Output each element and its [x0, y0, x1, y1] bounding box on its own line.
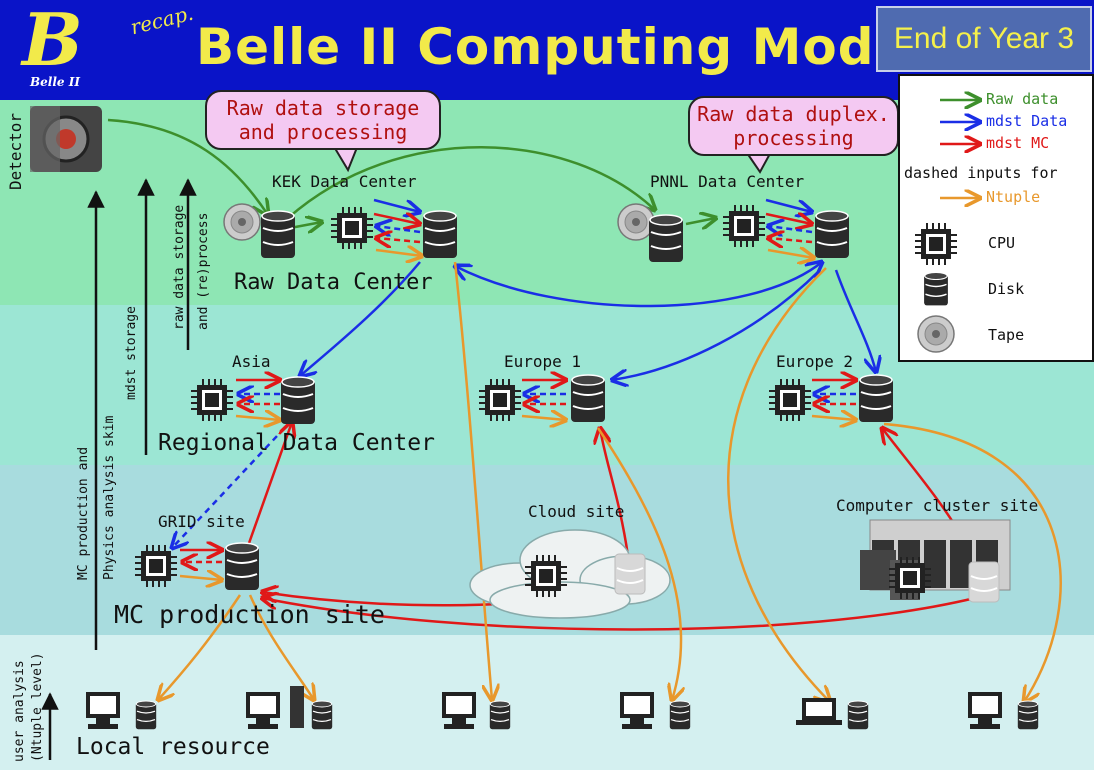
local-disk-icon-5 [847, 700, 869, 730]
asia-disk-icon [280, 376, 316, 425]
asia-cpu-icon [190, 378, 234, 422]
local-desktop-icon-4 [620, 692, 654, 729]
local-disk-icon-1 [135, 700, 157, 730]
europe1-label: Europe 1 [504, 352, 582, 371]
kek-tape-icon [223, 203, 261, 241]
local-disk-icon-6 [1017, 700, 1039, 730]
legend-mdst-mc: mdst MC [986, 134, 1050, 152]
raw-storage-side-label-2: and (re)process [196, 212, 211, 330]
kek-note-bubble: Raw data storage and processing [205, 90, 441, 150]
belle-logo-caption: Belle II [30, 75, 80, 89]
user-analysis-side-label-2: (Ntuple level) [30, 652, 45, 762]
pnnl-cpu-icon [722, 204, 766, 248]
pc-tower-icon [290, 686, 304, 728]
local-laptop-icon [796, 698, 842, 725]
raw-data-center-label: Raw Data Center [234, 270, 433, 295]
legend-tape: Tape [988, 326, 1025, 344]
cluster-cpu-icon [888, 556, 932, 600]
cloud-cpu-icon [524, 554, 568, 598]
legend-symbols [914, 76, 1092, 353]
page-title: Belle II Computing Model [196, 18, 928, 76]
detector-label: Detector [6, 112, 25, 190]
pnnl-tape-icon [617, 203, 655, 241]
local-disk-icon-3 [489, 700, 511, 730]
legend-dashed-note: dashed inputs for [904, 164, 1058, 182]
mdst-storage-side-label: mdst storage [124, 306, 139, 400]
cluster-site-label: Computer cluster site [836, 496, 1039, 515]
local-resource-label: Local resource [76, 734, 270, 760]
grid-cpu-icon [134, 544, 178, 588]
cloud-disk-icon [614, 553, 646, 595]
cluster-disk-icon [968, 561, 1000, 603]
asia-label: Asia [232, 352, 271, 371]
pnnl-raw-disk-icon [648, 214, 684, 263]
local-disk-icon-4 [669, 700, 691, 730]
end-of-year-badge: End of Year 3 [876, 6, 1092, 72]
local-desktop-icon-5 [968, 692, 1002, 729]
pnnl-center-label: PNNL Data Center [650, 172, 805, 191]
legend-raw-data: Raw data [986, 90, 1059, 108]
legend-ntuple: Ntuple [986, 188, 1041, 206]
detector-icon [30, 106, 102, 172]
user-analysis-side-label-1: user analysis [12, 660, 27, 762]
mc-production-side-label-2: Physics analysis skim [102, 415, 117, 580]
local-disk-icon-2 [311, 700, 333, 730]
grid-disk-icon [224, 542, 260, 591]
kek-cpu-icon [330, 206, 374, 250]
local-desktop-icon-2 [246, 692, 280, 729]
mc-production-side-label-1: MC production and [76, 446, 91, 580]
kek-disk-icon [422, 210, 458, 259]
kek-center-label: KEK Data Center [272, 172, 417, 191]
cloud-site-label: Cloud site [528, 502, 625, 521]
europe1-cpu-icon [478, 378, 522, 422]
mc-production-site-label: MC production site [114, 600, 385, 629]
legend-cpu: CPU [988, 234, 1016, 252]
legend-disk: Disk [988, 280, 1025, 298]
europe2-cpu-icon [768, 378, 812, 422]
pnnl-note-bubble: Raw data duplex. processing [688, 96, 899, 156]
legend-box: Raw data mdst Data mdst MC dashed inputs… [898, 74, 1094, 362]
legend-mdst-data: mdst Data [986, 112, 1068, 130]
local-resource-band [0, 635, 1094, 770]
europe1-disk-icon [570, 374, 606, 423]
pnnl-disk-icon [814, 210, 850, 259]
grid-site-label: GRID site [158, 512, 245, 531]
europe2-label: Europe 2 [776, 352, 854, 371]
raw-storage-side-label-1: raw data storage [172, 204, 187, 330]
local-desktop-icon-1 [86, 692, 120, 729]
kek-raw-disk-icon [260, 210, 296, 259]
belle-logo: B [22, 0, 83, 82]
europe2-disk-icon [858, 374, 894, 423]
local-desktop-icon-3 [442, 692, 476, 729]
regional-data-center-label: Regional Data Center [158, 430, 435, 456]
